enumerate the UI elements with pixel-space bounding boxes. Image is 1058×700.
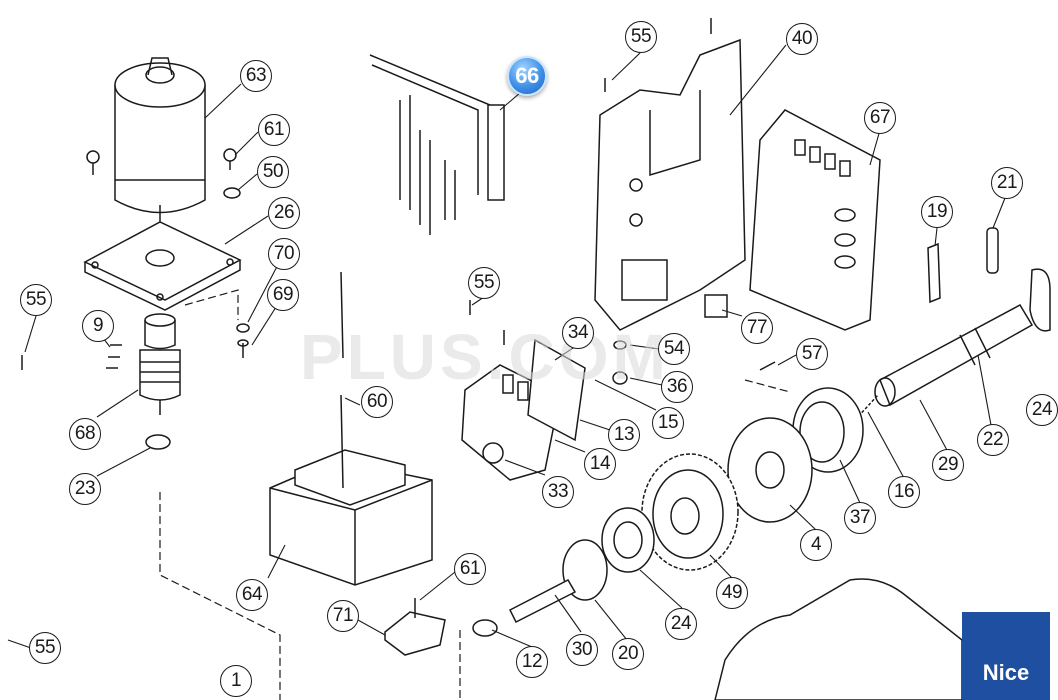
mount-plate	[83, 221, 242, 311]
callout[interactable]: 60	[361, 386, 393, 418]
callout[interactable]: 15	[652, 407, 684, 439]
washer-12	[472, 619, 498, 637]
callout[interactable]: 68	[69, 418, 101, 450]
clutch-ring	[792, 387, 864, 473]
callout[interactable]: 69	[267, 279, 299, 311]
callout[interactable]: 33	[542, 476, 574, 508]
callout[interactable]: 49	[716, 577, 748, 609]
screws	[21, 18, 712, 370]
callout[interactable]: 30	[566, 634, 598, 666]
screw-54	[613, 340, 627, 350]
callout[interactable]: 4	[800, 529, 832, 561]
callout[interactable]: 24	[1026, 394, 1058, 426]
bolt-60	[340, 394, 344, 489]
housing	[594, 38, 746, 331]
callout[interactable]: 61	[258, 114, 290, 146]
callout[interactable]: 57	[796, 338, 828, 370]
control-board	[749, 109, 881, 331]
callout[interactable]: 29	[932, 449, 964, 481]
spacer-36	[612, 371, 628, 385]
cover-part	[714, 578, 963, 700]
callout[interactable]: 40	[786, 23, 818, 55]
callout[interactable]: 71	[327, 600, 359, 632]
part-edge-right	[1029, 268, 1051, 332]
callout[interactable]: 55	[29, 632, 61, 664]
callout[interactable]: 21	[991, 167, 1023, 199]
gear	[641, 453, 739, 571]
callout[interactable]: 50	[257, 156, 289, 188]
callout[interactable]: 61	[454, 553, 486, 585]
callout[interactable]: 16	[888, 476, 920, 508]
callout[interactable]: 22	[977, 424, 1009, 456]
callout[interactable]: 70	[268, 238, 300, 270]
callout[interactable]: 19	[921, 196, 953, 228]
watermark: PLUS.COM	[300, 321, 670, 393]
limit-switch-assembly	[461, 338, 586, 481]
callout[interactable]: 77	[741, 312, 773, 344]
callout[interactable]: 12	[516, 646, 548, 678]
callout[interactable]: 1	[220, 665, 252, 697]
callout[interactable]: 55	[20, 284, 52, 316]
callout[interactable]: 26	[268, 197, 300, 229]
bolt-60-upper	[340, 271, 344, 359]
drive-shaft	[874, 304, 1034, 407]
callout[interactable]: 55	[468, 267, 500, 299]
callout[interactable]: 9	[82, 310, 114, 342]
bearing-24	[601, 507, 655, 573]
shaft-30	[508, 579, 577, 624]
callout[interactable]: 23	[69, 473, 101, 505]
callout[interactable]: 67	[864, 102, 896, 134]
pin-19	[927, 242, 941, 304]
callout[interactable]: 36	[661, 371, 693, 403]
callout[interactable]: 34	[562, 317, 594, 349]
bearing-23	[145, 434, 171, 450]
callout[interactable]: 20	[612, 638, 644, 670]
motor-part	[114, 57, 206, 235]
callout[interactable]: 64	[236, 579, 268, 611]
callout[interactable]: 24	[665, 608, 697, 640]
transformer	[269, 449, 433, 586]
worm-screw	[139, 313, 181, 415]
callout[interactable]: 54	[658, 333, 690, 365]
pin-21	[986, 227, 999, 274]
screw-57	[759, 361, 776, 371]
callout[interactable]: 13	[608, 419, 640, 451]
oring-20	[562, 539, 608, 601]
wire-harness	[369, 54, 505, 235]
encoder-disc	[727, 417, 813, 523]
callout-active[interactable]: 66	[507, 56, 547, 96]
guide-lines	[159, 289, 791, 700]
callout[interactable]: 55	[625, 21, 657, 53]
label-77	[704, 294, 728, 318]
callout[interactable]: 37	[844, 502, 876, 534]
rectifier-71	[384, 598, 446, 656]
callout[interactable]: 14	[584, 448, 616, 480]
callout[interactable]: 63	[240, 60, 272, 92]
brand-logo: Nice	[962, 612, 1050, 700]
